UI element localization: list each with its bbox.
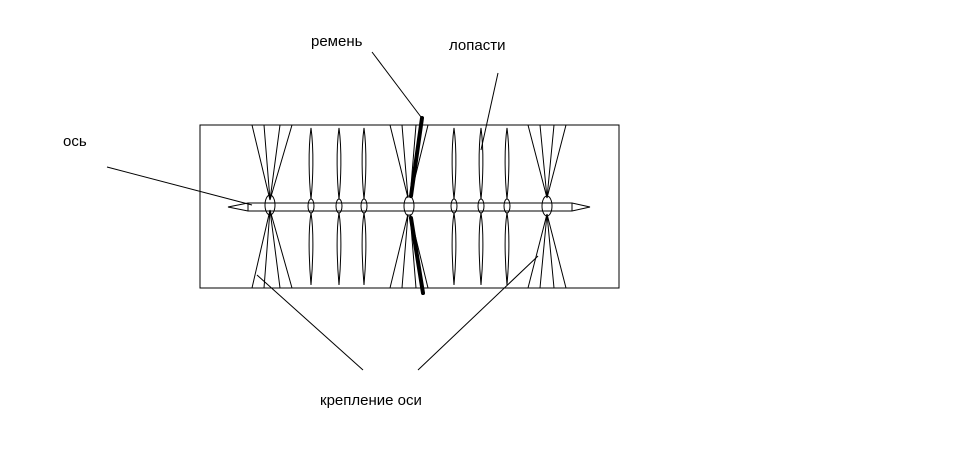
axis-mount-right — [527, 124, 567, 289]
label-belt: ремень — [311, 33, 363, 50]
blade — [477, 127, 485, 286]
axis-shaft — [227, 202, 591, 212]
axis-mount-left — [251, 124, 293, 289]
leader-axis — [106, 166, 253, 206]
blade — [503, 127, 511, 286]
label-blades: лопасти — [449, 37, 505, 54]
blade — [335, 127, 343, 286]
blade — [450, 127, 458, 286]
axis-mount-center — [389, 124, 429, 289]
blade — [307, 127, 315, 286]
leader-blades — [480, 72, 499, 151]
blade — [360, 127, 368, 286]
leader-mount-right — [417, 255, 539, 371]
leader-mount-left — [256, 274, 364, 371]
blades-group — [307, 127, 511, 286]
leader-belt — [371, 51, 422, 118]
label-axis-mount: крепление оси — [320, 392, 422, 409]
belt — [409, 116, 425, 295]
label-axis: ось — [63, 133, 87, 150]
housing-frame — [199, 124, 620, 289]
